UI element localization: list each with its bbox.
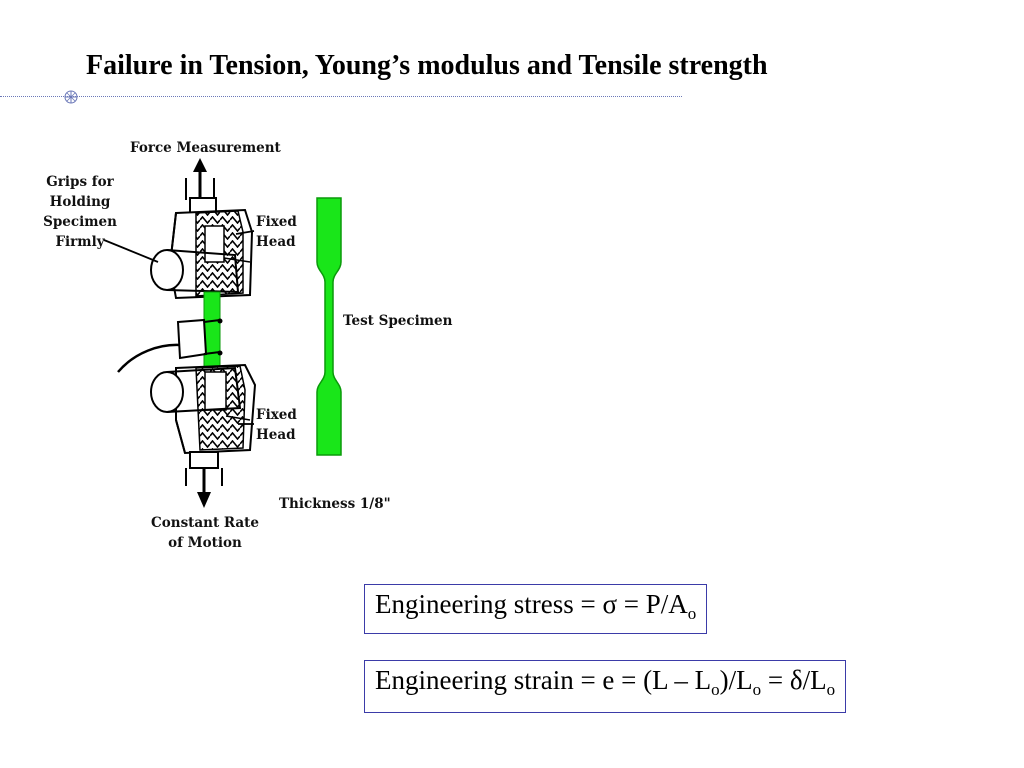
leader-lines — [103, 230, 255, 425]
label-fixed-head-line: Head — [256, 234, 296, 250]
formula-text: Engineering strain = e = (L – L — [375, 665, 712, 695]
force-arrow-up-icon — [185, 158, 215, 200]
formula-text: = P/A — [617, 589, 688, 619]
top-grip — [150, 208, 254, 300]
formula-subscript: o — [752, 680, 762, 699]
label-grips: Grips for Holding Specimen Firmly — [30, 172, 130, 252]
label-constant-rate-line: Constant Rate — [151, 515, 259, 531]
specimen-in-machine — [203, 291, 221, 377]
engineering-stress-formula: Engineering stress = σ = P/Ao — [364, 584, 708, 634]
title-divider — [0, 96, 682, 97]
label-grips-line: Grips for — [46, 174, 114, 190]
motion-arrow-down-icon — [185, 468, 223, 508]
formula-subscript: o — [826, 680, 836, 699]
slide-title: Failure in Tension, Young’s modulus and … — [86, 50, 768, 81]
formula-subscript: o — [687, 604, 697, 623]
label-fixed-head-line: Fixed — [256, 407, 297, 423]
label-fixed-head-line: Head — [256, 427, 296, 443]
formula-text: Engineering stress = — [375, 589, 603, 619]
bottom-grip — [150, 363, 257, 455]
sigma-symbol: σ — [602, 589, 617, 619]
label-grips-line: Firmly — [55, 234, 105, 250]
formula-subscript: o — [711, 680, 720, 699]
formula-text: /L — [802, 665, 827, 695]
delta-symbol: δ — [789, 665, 803, 695]
label-fixed-head-top: Fixed Head — [256, 212, 297, 252]
label-constant-rate-line: of Motion — [168, 535, 242, 551]
label-grips-line: Holding — [49, 194, 111, 210]
test-specimen-dogbone — [316, 197, 342, 456]
label-constant-rate: Constant Rate of Motion — [140, 513, 270, 553]
label-thickness: Thickness 1/8" — [279, 496, 391, 512]
label-fixed-head-line: Fixed — [256, 214, 297, 230]
label-test-specimen: Test Specimen — [343, 313, 453, 329]
label-grips-line: Specimen — [43, 214, 117, 230]
label-fixed-head-bottom: Fixed Head — [256, 405, 297, 445]
label-force-measurement: Force Measurement — [130, 140, 281, 156]
bottom-shaft — [189, 451, 219, 469]
engineering-strain-formula: Engineering strain = e = (L – Lo)/Lo = δ… — [364, 660, 847, 713]
formula-text: )/L — [719, 665, 753, 695]
formula-text: = — [761, 665, 790, 695]
extensometer — [117, 318, 223, 373]
divider-ornament-icon — [64, 90, 78, 104]
